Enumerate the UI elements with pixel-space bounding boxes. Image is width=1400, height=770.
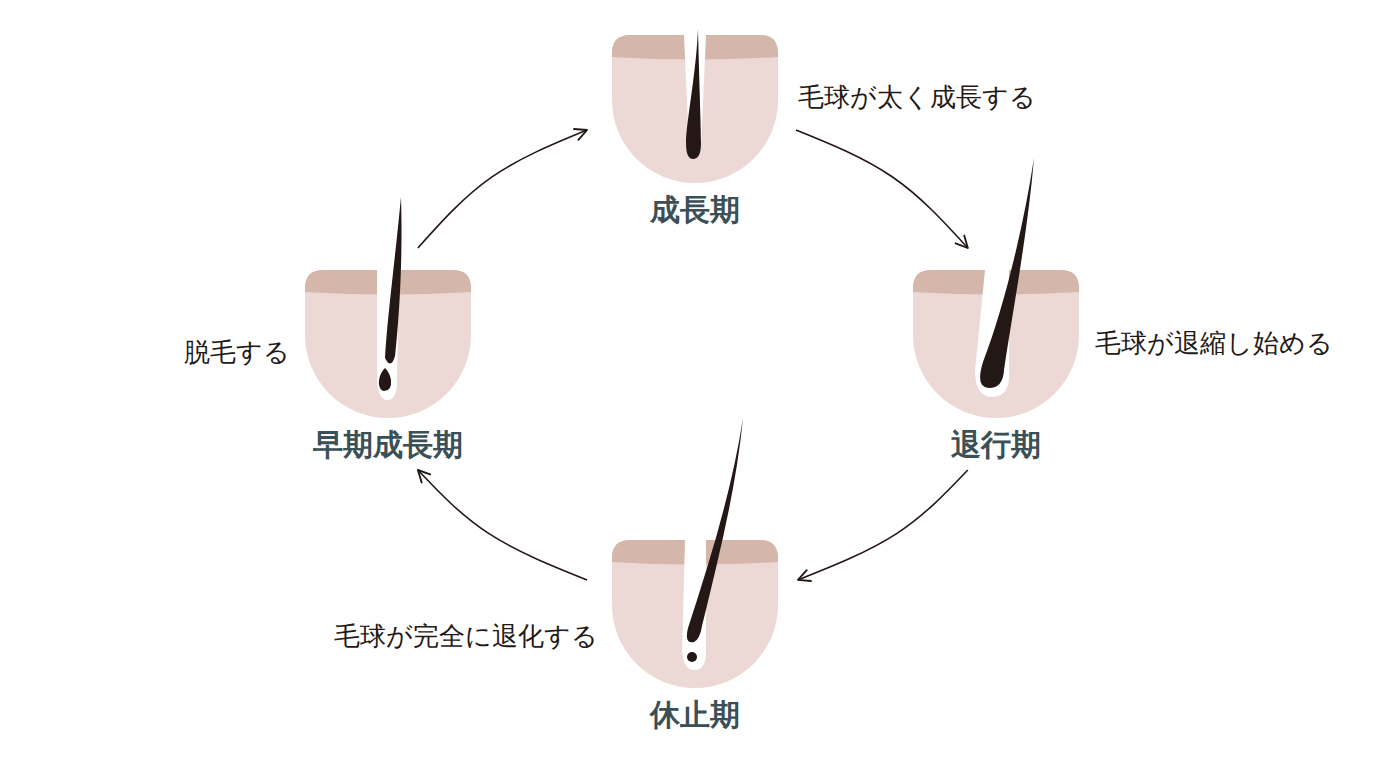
follicle-illustration: [305, 270, 471, 420]
stage-description: 脱毛する: [184, 337, 290, 367]
hair-shaft: [686, 29, 701, 159]
hair-bulb: [687, 652, 697, 662]
stage-description: 毛球が退縮し始める: [1095, 328, 1333, 358]
stage-description: 毛球が完全に退化する: [334, 621, 598, 651]
cycle-arrow: [796, 130, 968, 248]
cycle-arrow: [798, 470, 968, 580]
follicle-illustration: [913, 270, 1079, 420]
follicle-illustration: [612, 35, 778, 185]
stage-name: 早期成長期: [265, 430, 511, 460]
cycle-arrow: [418, 470, 587, 580]
follicle-illustration: [612, 540, 778, 690]
hair-follicle-stage: 退行期毛球が退縮し始める: [913, 270, 1079, 460]
cycle-arrow: [418, 130, 587, 248]
hair-shaft: [980, 158, 1034, 388]
stage-description: 毛球が太く成長する: [798, 82, 1036, 112]
hair-shaft: [379, 368, 391, 391]
stage-name: 退行期: [873, 430, 1119, 460]
hair-follicle-stage: 休止期毛球が完全に退化する: [612, 540, 778, 730]
stage-name: 成長期: [572, 195, 818, 225]
hair-follicle-stage: 早期成長期脱毛する: [305, 270, 471, 460]
hair-shaft: [687, 418, 743, 642]
stage-name: 休止期: [572, 700, 818, 730]
hair-follicle-stage: 成長期毛球が太く成長する: [612, 35, 778, 225]
hair-shaft: [385, 197, 402, 364]
